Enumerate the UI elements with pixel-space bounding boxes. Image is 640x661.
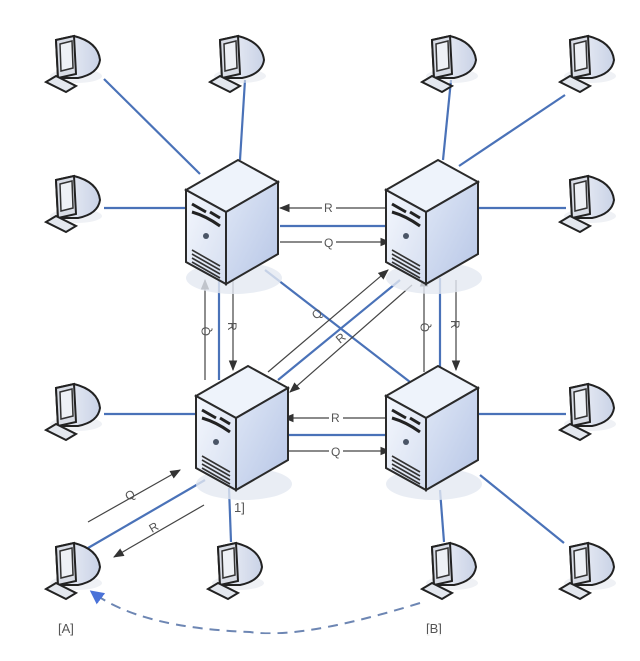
dashed-return-path bbox=[89, 590, 421, 635]
arrow-q-client bbox=[87, 469, 181, 523]
label-q-bottom: Q bbox=[331, 445, 340, 459]
arrow-r-client bbox=[113, 504, 205, 558]
label-q-diag: Q bbox=[309, 306, 325, 323]
server-top-right[interactable] bbox=[384, 158, 484, 296]
computer-icon[interactable] bbox=[45, 175, 103, 233]
arrow-q-diag bbox=[267, 269, 389, 373]
client-a-label: [A] bbox=[58, 621, 74, 636]
label-q-right: Q bbox=[418, 323, 432, 332]
arrow-r-diag bbox=[289, 284, 413, 393]
link-tl-pc2 bbox=[238, 79, 247, 161]
server-top-left[interactable] bbox=[184, 158, 284, 296]
link-br-pc2 bbox=[479, 474, 565, 544]
label-q-top: Q bbox=[324, 236, 333, 250]
label-r-left: R bbox=[225, 322, 239, 331]
link-diag-tl-br bbox=[264, 269, 411, 383]
computer-icon[interactable] bbox=[421, 542, 479, 600]
client-b-label: [B] bbox=[426, 621, 442, 636]
computer-icon[interactable] bbox=[45, 542, 103, 600]
computer-icon[interactable] bbox=[209, 35, 267, 93]
label-r-right: R bbox=[448, 320, 462, 329]
server-bl-label: 1] bbox=[234, 500, 245, 515]
message-labels: R Q R Q Q R Q R Q R Q R bbox=[123, 200, 462, 536]
label-r-bottom: R bbox=[331, 411, 340, 425]
label-q-left: Q bbox=[199, 327, 213, 336]
computer-icon[interactable] bbox=[207, 542, 265, 600]
link-tl-pc1 bbox=[103, 78, 201, 175]
link-tr-pc2 bbox=[458, 94, 566, 167]
computer-icon[interactable] bbox=[559, 542, 617, 600]
fade-band bbox=[255, 634, 640, 661]
link-bl-pcA bbox=[87, 479, 206, 549]
computer-icon[interactable] bbox=[559, 383, 617, 441]
label-r-top: R bbox=[324, 201, 333, 215]
computer-icon[interactable] bbox=[559, 35, 617, 93]
server-bottom-right[interactable] bbox=[384, 364, 484, 502]
computer-icon[interactable] bbox=[45, 35, 103, 93]
computer-icon[interactable] bbox=[45, 383, 103, 441]
link-diag-bl-tr bbox=[277, 279, 401, 381]
computer-icon[interactable] bbox=[559, 175, 617, 233]
client-links bbox=[87, 78, 566, 549]
server-bottom-left[interactable] bbox=[194, 364, 294, 502]
label-r-client: R bbox=[147, 519, 162, 536]
link-tr-pc1 bbox=[441, 79, 453, 161]
